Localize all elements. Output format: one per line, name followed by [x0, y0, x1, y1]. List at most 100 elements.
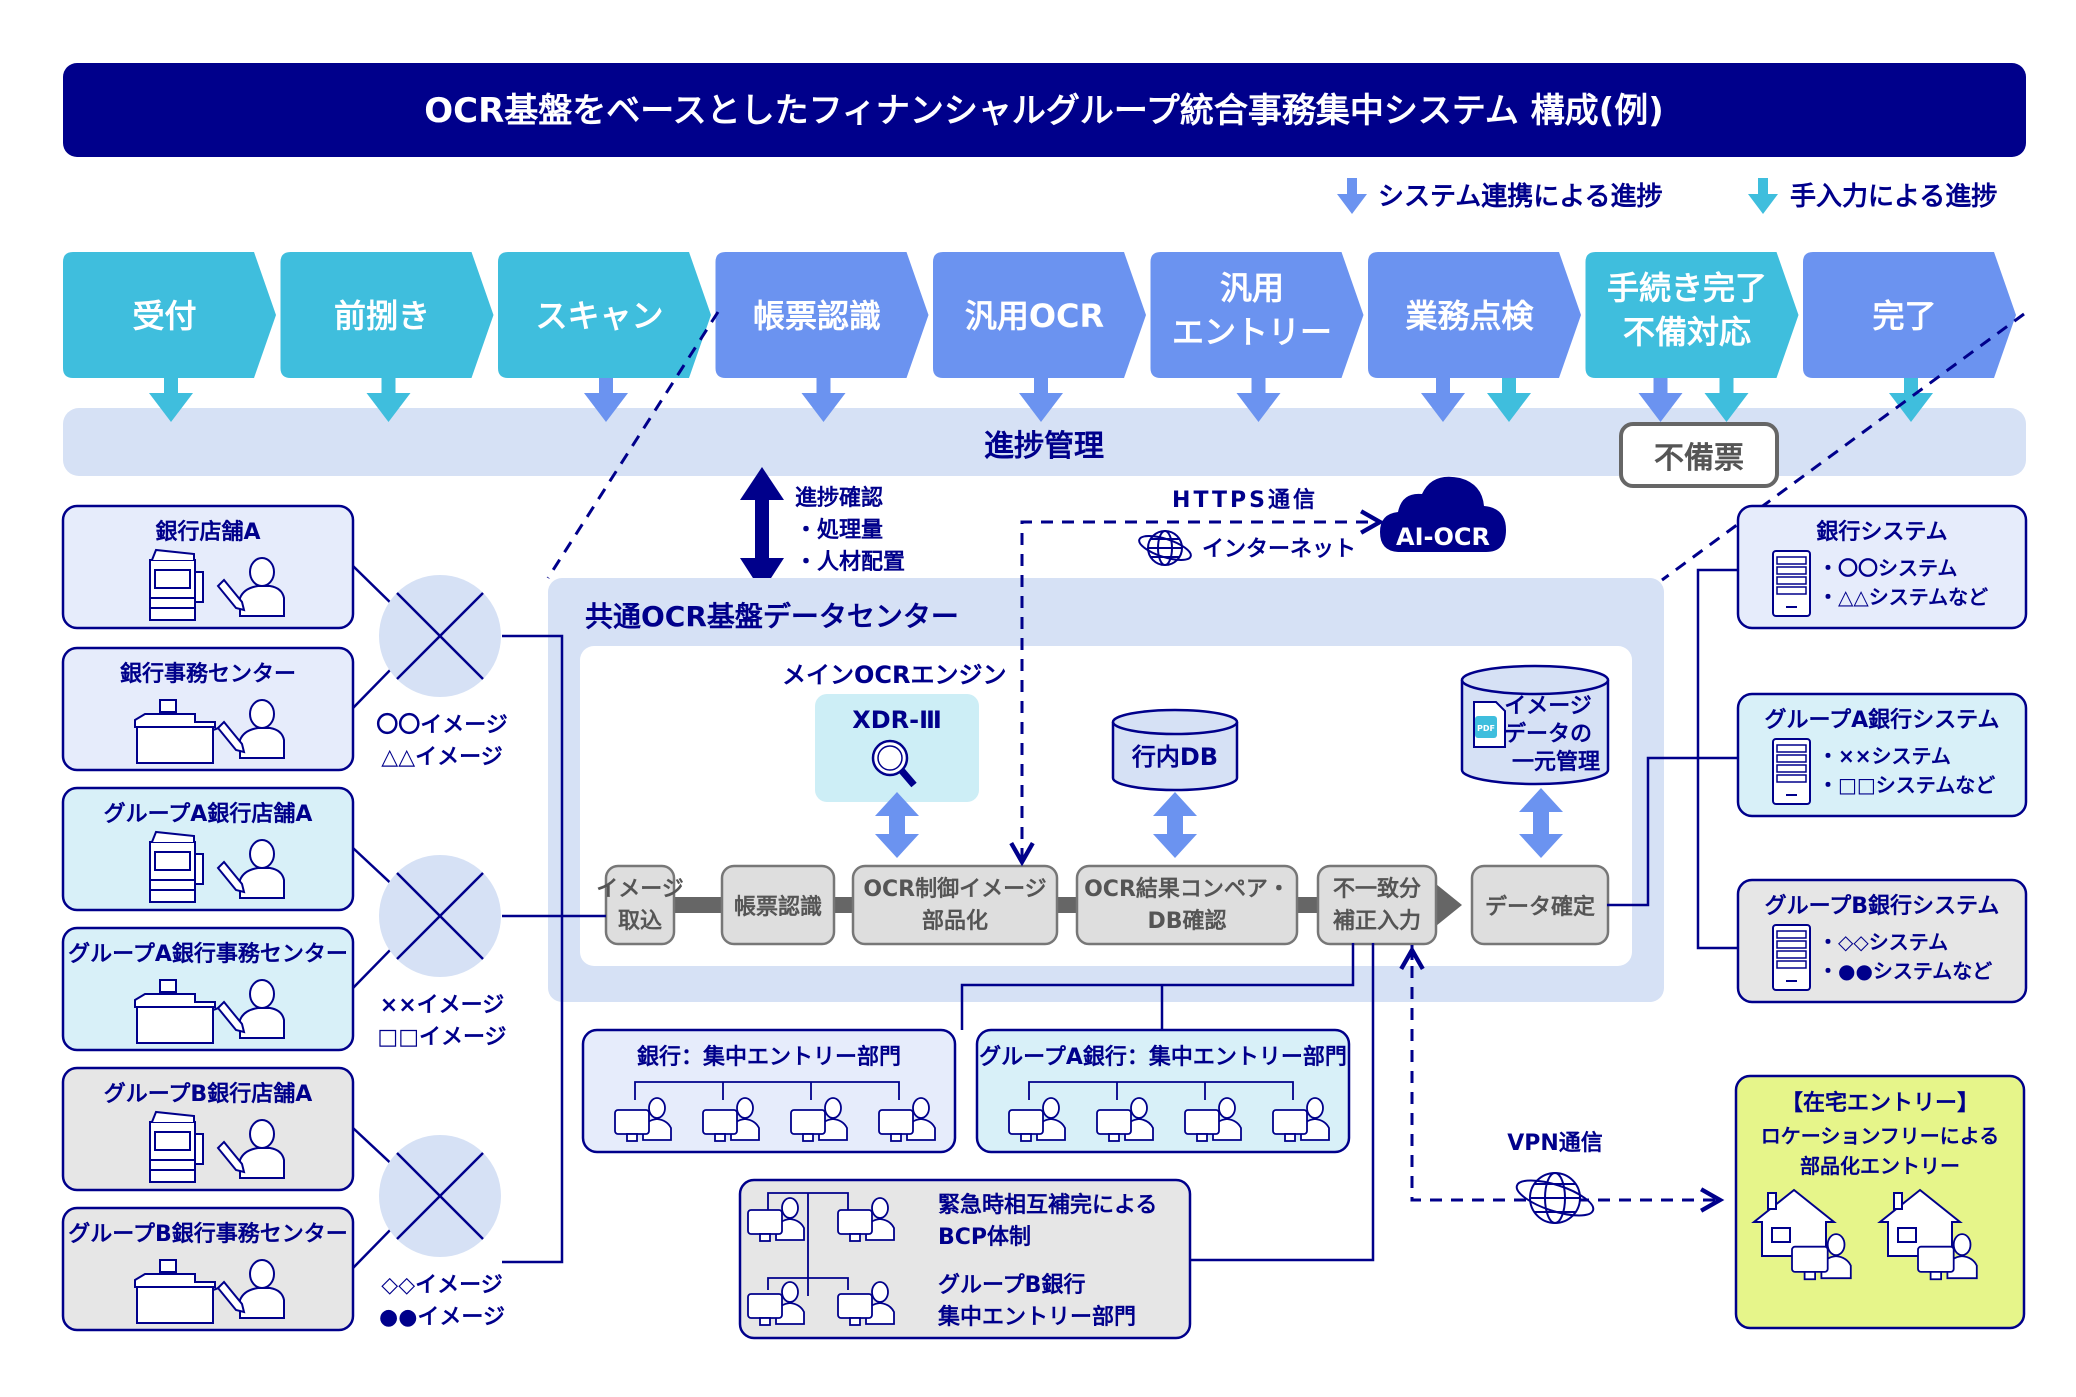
entry-department-bank[interactable]: 銀行：集中エントリー部門	[581, 1028, 957, 1154]
pipeline-chevron[interactable]	[1803, 252, 2016, 378]
server-icon	[1772, 924, 1811, 991]
image-type-label: ××イメージ	[380, 993, 504, 1018]
image-store-line: イメージ	[1504, 694, 1592, 719]
process-step[interactable]: OCR結果コンペア・DB確認	[1075, 864, 1299, 946]
source-bank-branch[interactable]: 銀行店舗A	[61, 504, 355, 630]
https-label: HTTPS通信	[1172, 487, 1318, 513]
source-groupA-branch[interactable]: グループA銀行店舗A	[61, 786, 355, 912]
zoom-guide-line-right	[1661, 312, 2025, 582]
pipeline-step-4[interactable]: 帳票認識	[715, 252, 929, 378]
system-item: ・◇◇システム	[1818, 930, 1948, 954]
production-printer-icon	[134, 1259, 228, 1324]
operator-icon	[878, 1097, 936, 1142]
process-step-label: OCR制御イメージ	[863, 876, 1046, 902]
operator-icon	[837, 1197, 895, 1242]
legend-system-arrow-icon	[1337, 178, 1367, 214]
pipeline-chevron[interactable]	[1368, 252, 1581, 378]
progress-check-double-arrow-icon	[740, 467, 784, 592]
pipeline-step-1[interactable]: 受付	[63, 252, 276, 378]
magnifier-icon	[871, 739, 917, 788]
pipeline-step-label: 帳票認識	[753, 297, 881, 335]
pipeline-chevron[interactable]	[280, 252, 494, 378]
process-step-label: 不一致分	[1333, 876, 1421, 902]
progress-arrow-manual-icon	[1704, 378, 1749, 422]
source-label: グループB銀行店舗A	[104, 1081, 312, 1107]
process-step-label: 部品化	[922, 908, 988, 934]
pipeline-step-3[interactable]: スキャン	[498, 252, 711, 378]
operator-icon	[1917, 1233, 1978, 1281]
system-title: グループA銀行システム	[1764, 707, 1999, 733]
entry-department-box[interactable]	[975, 1028, 1351, 1154]
image-store-line: 一元管理	[1512, 749, 1600, 775]
bcp-text: グループB銀行	[938, 1272, 1085, 1298]
image-store-line: データの	[1504, 721, 1592, 747]
pipeline-chevron[interactable]	[1585, 252, 1799, 378]
pipeline-chevron[interactable]	[715, 252, 929, 378]
ocr-engine-label: メインOCRエンジン	[782, 661, 1007, 689]
pipeline-step-7[interactable]: 業務点検	[1368, 252, 1581, 378]
process-steps: イメージ取込帳票認識OCR制御イメージ部品化OCR結果コンペア・DB確認不一致分…	[596, 864, 1610, 946]
pipeline-step-5[interactable]: 汎用OCR	[933, 252, 1146, 378]
progress-check-item: ・処理量	[795, 517, 883, 543]
progress-arrow-system-icon	[1421, 378, 1465, 422]
system-item: ・△△システムなど	[1818, 585, 1988, 609]
progress-arrow-system-icon	[1638, 378, 1683, 422]
source-groupB-center[interactable]: グループB銀行事務センター	[61, 1206, 355, 1332]
source-groupB-branch[interactable]: グループB銀行店舗A	[61, 1066, 355, 1192]
entry-department-box[interactable]	[581, 1028, 957, 1154]
image-type-label: □□イメージ	[377, 1025, 506, 1050]
source-label: グループA銀行店舗A	[104, 801, 313, 827]
process-step-box[interactable]	[1316, 864, 1438, 946]
network-hub: 〇〇イメージ△△イメージ	[352, 565, 508, 770]
process-step-box[interactable]	[1075, 864, 1299, 946]
writing-person-icon	[216, 839, 285, 899]
ai-ocr-label: AI-OCR	[1396, 523, 1490, 551]
process-step[interactable]: データ確定	[1470, 864, 1610, 946]
system-groupB[interactable]: グループB銀行システム・◇◇システム・●●システムなど	[1736, 878, 2028, 1004]
ai-ocr-cloud-icon	[1380, 476, 1506, 552]
pipeline-step-9[interactable]: 完了	[1803, 252, 2016, 378]
progress-arrow-manual-icon	[1487, 378, 1531, 422]
process-step-box[interactable]	[604, 864, 676, 946]
bidirectional-arrow-icon	[875, 792, 919, 858]
entry-dept-connector	[960, 943, 1355, 1030]
process-step[interactable]: 帳票認識	[720, 864, 836, 946]
system-bank[interactable]: 銀行システム・〇〇システム・△△システムなど	[1736, 504, 2028, 630]
pipeline-chevron[interactable]	[933, 252, 1146, 378]
operator-icon	[1791, 1233, 1852, 1281]
entry-department-groupA[interactable]: グループA銀行：集中エントリー部門	[975, 1028, 1351, 1154]
pipeline-step-label: エントリー	[1172, 313, 1332, 351]
source-bank-center[interactable]: 銀行事務センター	[61, 646, 355, 772]
pipeline-chevron[interactable]	[1150, 252, 1364, 378]
ocr-engine-name: XDR-Ⅲ	[852, 706, 942, 734]
pipeline-step-2[interactable]: 前捌き	[280, 252, 494, 378]
production-printer-icon	[134, 699, 228, 764]
home-icon	[1877, 1188, 1963, 1257]
pdf-file-icon: PDF	[1473, 701, 1506, 748]
x-mark-icon	[396, 1152, 484, 1240]
process-step-box[interactable]	[720, 864, 836, 946]
pipeline-chevron[interactable]	[63, 252, 276, 378]
operator-icon	[747, 1281, 805, 1326]
legend-manual-arrow-icon	[1748, 178, 1778, 214]
data-to-systems-line	[1607, 756, 1738, 907]
copier-icon	[149, 1110, 204, 1183]
source-groupA-center[interactable]: グループA銀行事務センター	[61, 926, 355, 1052]
system-item: ・〇〇システム	[1818, 556, 1957, 580]
writing-person-icon	[216, 1259, 285, 1319]
pipeline-chevron[interactable]	[498, 252, 711, 378]
copier-icon	[149, 548, 204, 621]
system-groupA[interactable]: グループA銀行システム・××システム・□□システムなど	[1736, 692, 2028, 818]
step-arrow-icon	[1436, 884, 1462, 926]
process-step-box[interactable]	[851, 864, 1059, 946]
progress-check-label: 進捗確認	[795, 485, 883, 511]
network-hub: ××イメージ □□イメージ	[352, 847, 507, 1050]
process-step-label: 帳票認識	[734, 894, 822, 920]
internal-db-icon	[1111, 708, 1239, 792]
